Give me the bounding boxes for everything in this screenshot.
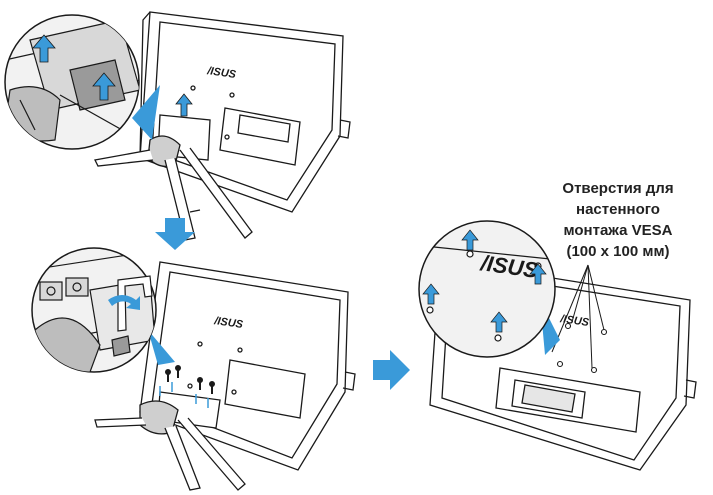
arrow-up-icon xyxy=(422,283,440,305)
lift-arrow-step1 xyxy=(175,93,193,117)
rotate-arrow-step2 xyxy=(108,295,140,310)
vesa-label-line-1: Отверстия для xyxy=(562,180,674,197)
detail-circle-release-stand xyxy=(4,14,140,150)
arrow-down-icon xyxy=(155,218,195,250)
brand-logo-step2: /ISUS xyxy=(213,315,245,331)
arrow-up-icon xyxy=(461,229,479,251)
vesa-holes-panel xyxy=(556,322,608,374)
unscrew-arrows-step2 xyxy=(159,382,209,408)
lift-arrow-right xyxy=(92,72,116,101)
detail-circle-vesa-holes: /ISUS xyxy=(418,220,556,358)
brand-logo-step1: /ISUS xyxy=(206,65,238,81)
vesa-holes-label: Отверстия для настенного монтажа VESA (1… xyxy=(524,178,712,262)
callout-wedge-step1 xyxy=(132,85,160,140)
arrow-right-icon xyxy=(373,350,410,390)
arrow-up-icon xyxy=(529,263,547,285)
monitor-stand-step2 xyxy=(94,391,246,491)
vesa-label-line-2: настенного xyxy=(576,201,660,218)
arrow-up-icon xyxy=(490,311,508,333)
monitor-stand-step1 xyxy=(94,114,253,241)
detail-circle-remove-screws xyxy=(31,247,157,373)
vesa-label-line-3: монтажа VESA xyxy=(563,222,673,239)
screws-step2 xyxy=(165,365,215,394)
callout-wedge-step2 xyxy=(148,330,175,365)
vesa-label-line-4: (100 x 100 мм) xyxy=(566,243,670,260)
allen-key-icon xyxy=(117,275,153,332)
lift-arrow-left xyxy=(32,34,56,63)
